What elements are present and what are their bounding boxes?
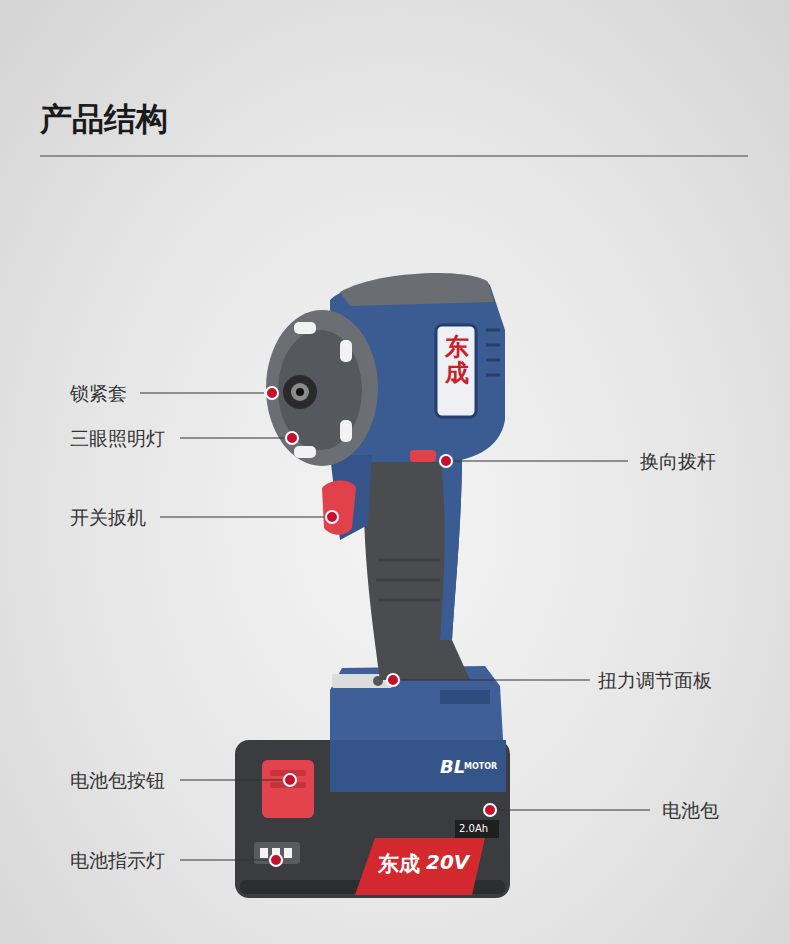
part-label: 电池包按钮 <box>70 768 165 792</box>
part-label: 三眼照明灯 <box>70 426 165 450</box>
part-label: 开关扳机 <box>70 505 146 529</box>
page-title: 产品结构 <box>40 98 168 142</box>
brand-mark: 东成 <box>378 850 420 878</box>
brand-mark: 东成 <box>445 334 469 387</box>
voltage-mark: 20V <box>426 850 469 874</box>
part-label: 电池包 <box>662 798 719 822</box>
impact-driver <box>235 273 510 898</box>
motor-badge: BL <box>440 756 465 777</box>
part-label: 换向拨杆 <box>640 449 716 473</box>
part-label: 电池指示灯 <box>70 848 165 872</box>
motor-badge: MOTOR <box>464 762 497 771</box>
callout-dots <box>266 387 496 866</box>
part-label: 锁紧套 <box>70 381 127 405</box>
capacity-mark: 2.0Ah <box>459 822 488 836</box>
leader-lines <box>140 393 650 860</box>
part-label: 扭力调节面板 <box>598 668 712 692</box>
title-rule <box>40 155 748 157</box>
